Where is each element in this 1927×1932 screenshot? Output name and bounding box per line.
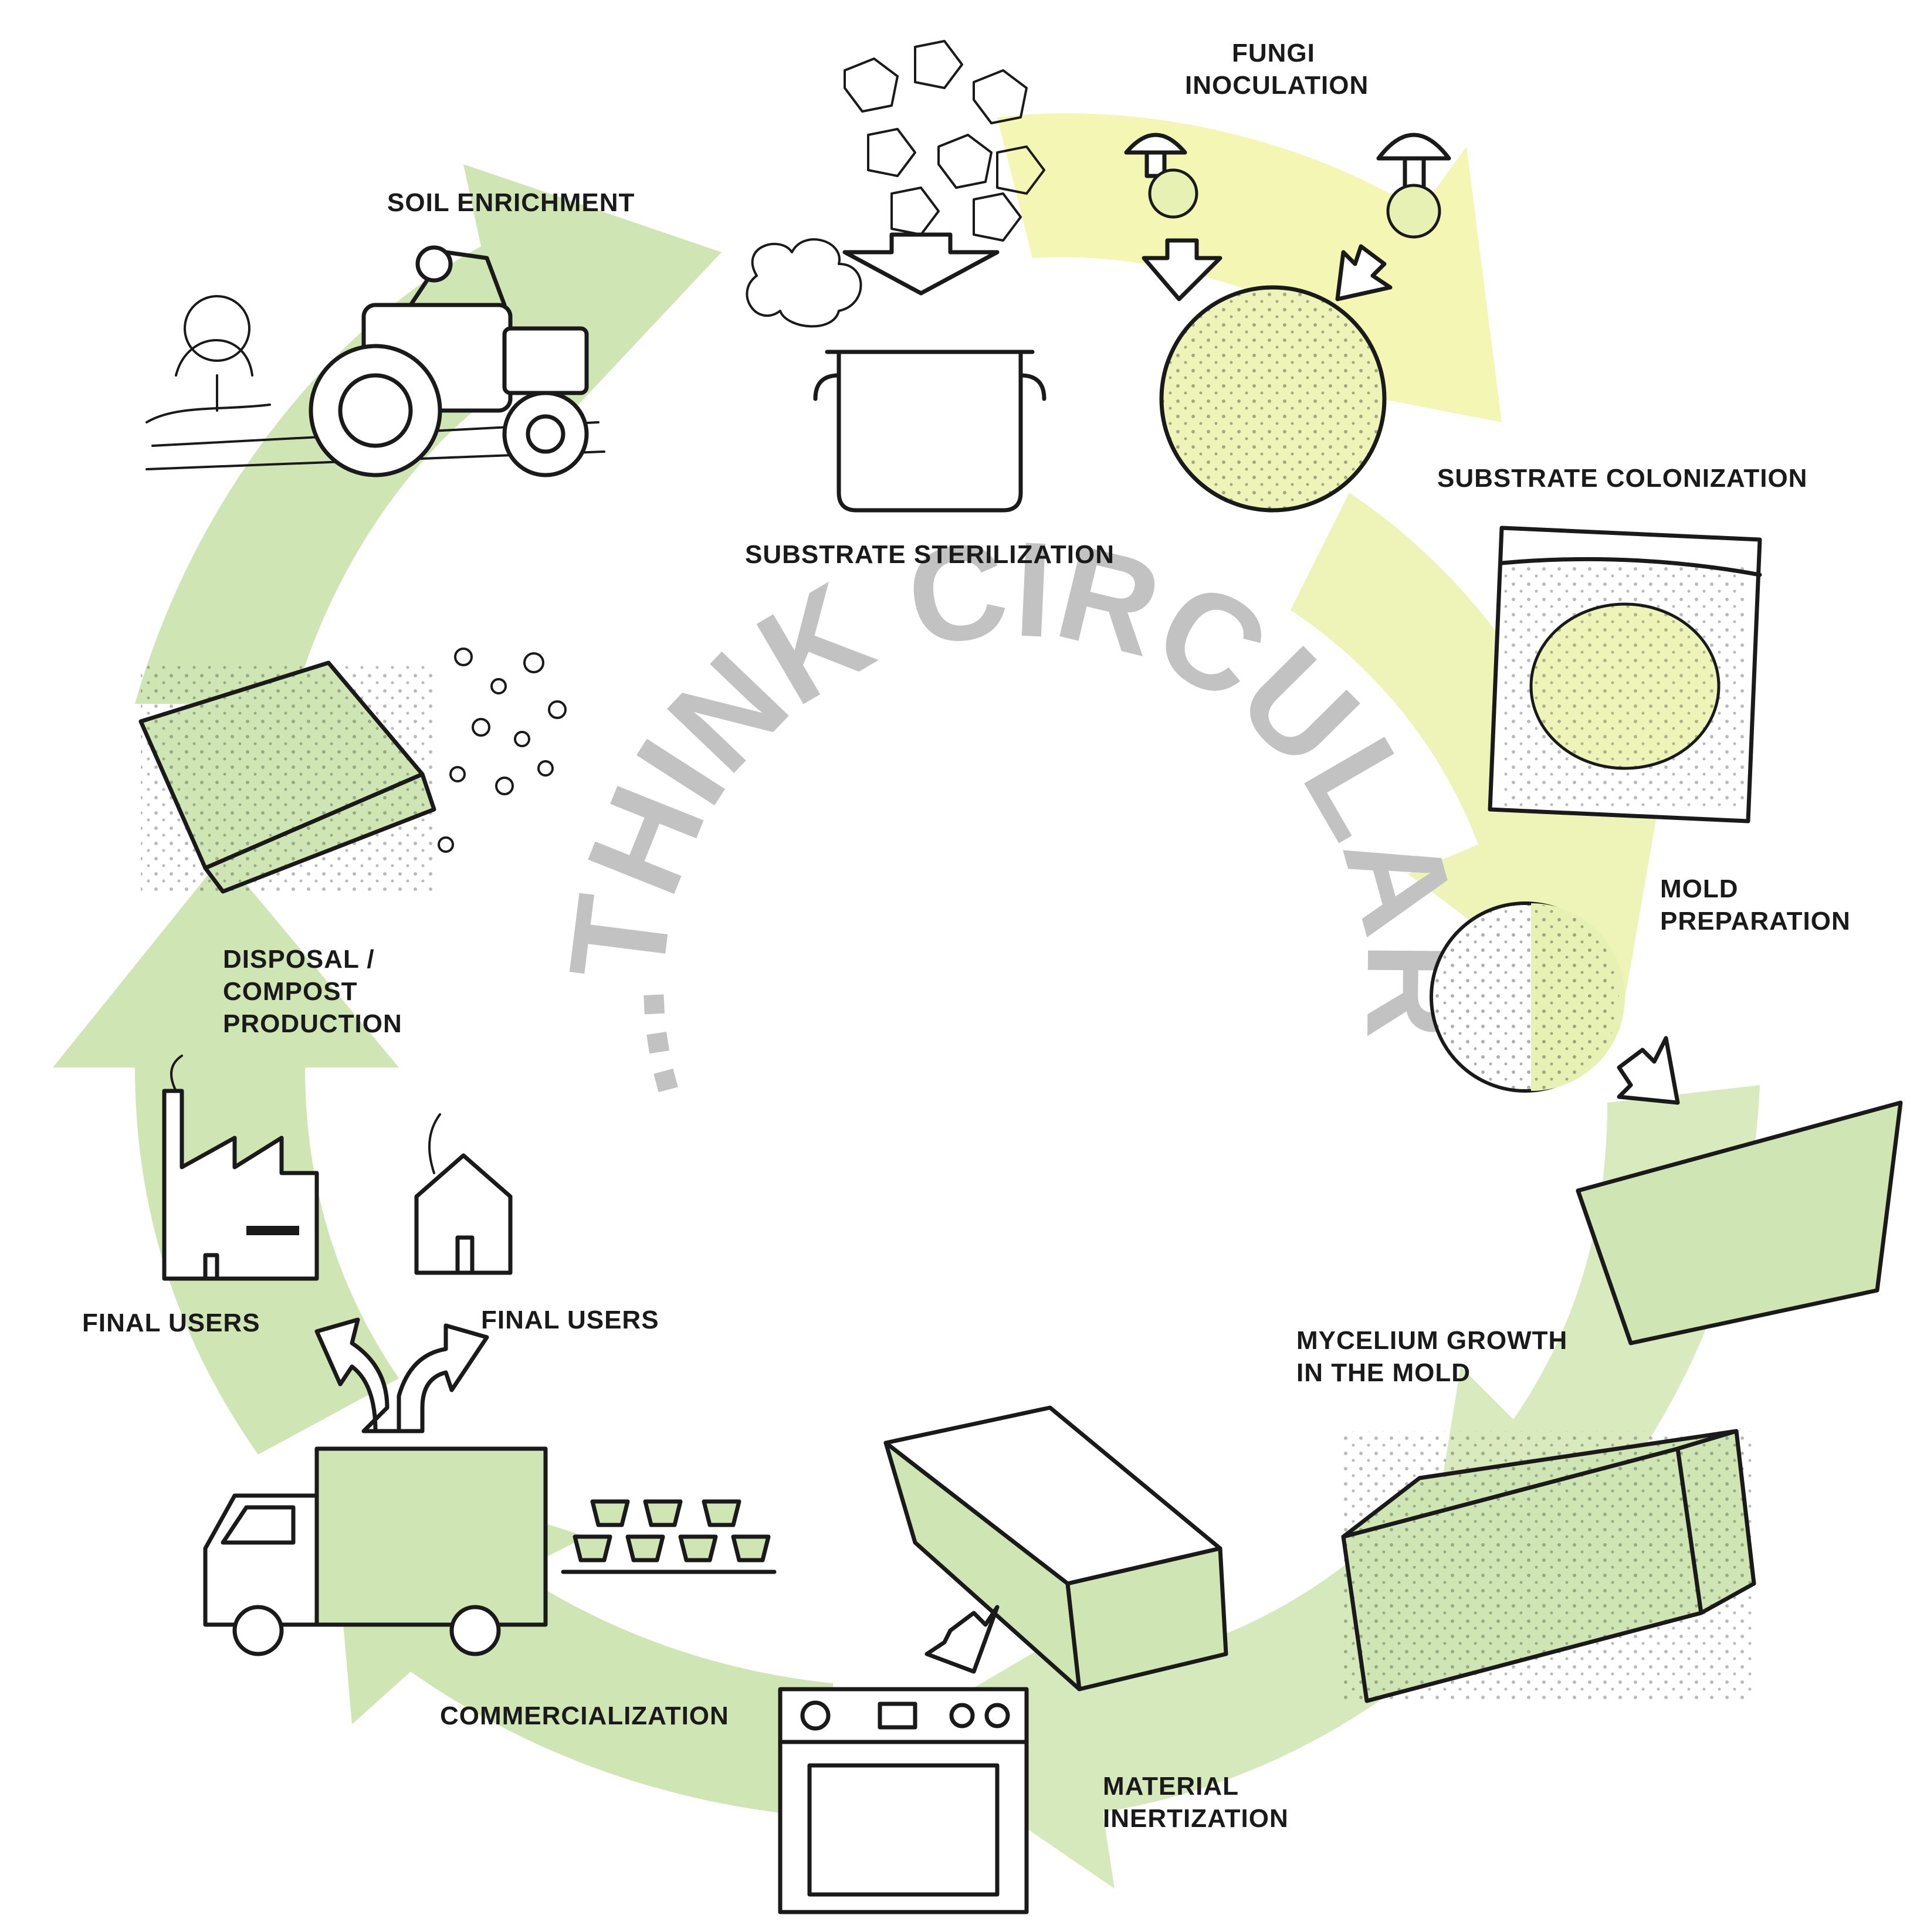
- label-material-inertization: MATERIAL INERTIZATION: [1103, 1772, 1289, 1833]
- fork-arrow-icon: [314, 1317, 489, 1433]
- down-left-arrow-icon: [1335, 244, 1393, 301]
- label-mold-preparation: MOLD PREPARATION: [1660, 875, 1851, 936]
- sterilization-illustration: [746, 40, 1047, 513]
- label-fungi-inoculation: FUNGI INOCULATION: [1185, 39, 1369, 100]
- leaves-icon: [844, 40, 1045, 242]
- mushroom-left-icon: [1124, 133, 1198, 219]
- house-icon: [414, 1113, 513, 1275]
- label-soil-enrichment: SOIL ENRICHMENT: [387, 188, 635, 217]
- fungi-inoculation-illustration: [1124, 133, 1451, 513]
- cycle-arrow-colonization: [1291, 493, 1666, 1032]
- label-mycelium-growth: MYCELIUM GROWTH IN THE MOLD: [1296, 1326, 1576, 1387]
- label-substrate-colonization: SUBSTRATE COLONIZATION: [1437, 464, 1807, 493]
- label-final-users-home: FINAL USERS: [481, 1306, 659, 1334]
- oven-icon: [778, 1687, 1029, 1914]
- factory-icon: [162, 1055, 319, 1281]
- commercialization-illustration: [203, 1446, 777, 1656]
- tractor-illustration: [145, 245, 605, 477]
- mold-preparation-illustration: [1430, 901, 1903, 1345]
- final-users-illustration: [162, 1055, 513, 1433]
- pot-icon: [836, 350, 1023, 513]
- compost-crumbs-icon: [438, 648, 567, 853]
- label-commercialization: COMMERCIALIZATION: [440, 1701, 729, 1730]
- cycle-ring: [53, 113, 1760, 1889]
- down-arrow-icon: [842, 232, 1000, 296]
- mycelium-block-illustration: [1341, 1429, 1756, 1703]
- disposal-illustration: [138, 648, 567, 894]
- inertization-illustration: [778, 1405, 1228, 1914]
- pots-icon: [561, 1499, 777, 1574]
- label-substrate-sterilization: SUBSTRATE STERILIZATION: [745, 540, 1115, 569]
- cycle-arrow-sterilization: [997, 113, 1502, 422]
- label-final-users-industry: FINAL USERS: [82, 1309, 260, 1337]
- label-disposal-compost: DISPOSAL / COMPOST PRODUCTION: [223, 945, 402, 1038]
- cycle-arrow-mycelium: [892, 1537, 1467, 1889]
- down-arrow-icon: [1142, 238, 1222, 301]
- truck-icon: [203, 1446, 548, 1656]
- colonization-bag-illustration: [1488, 526, 1762, 823]
- mushroom-right-icon: [1376, 133, 1451, 239]
- down-right-arrow-icon: [1617, 1036, 1680, 1105]
- steam-icon: [746, 238, 862, 328]
- down-left-arrow-icon: [924, 1605, 1000, 1674]
- stage-labels: SOIL ENRICHMENT SUBSTRATE STERILIZATION …: [82, 39, 1851, 1833]
